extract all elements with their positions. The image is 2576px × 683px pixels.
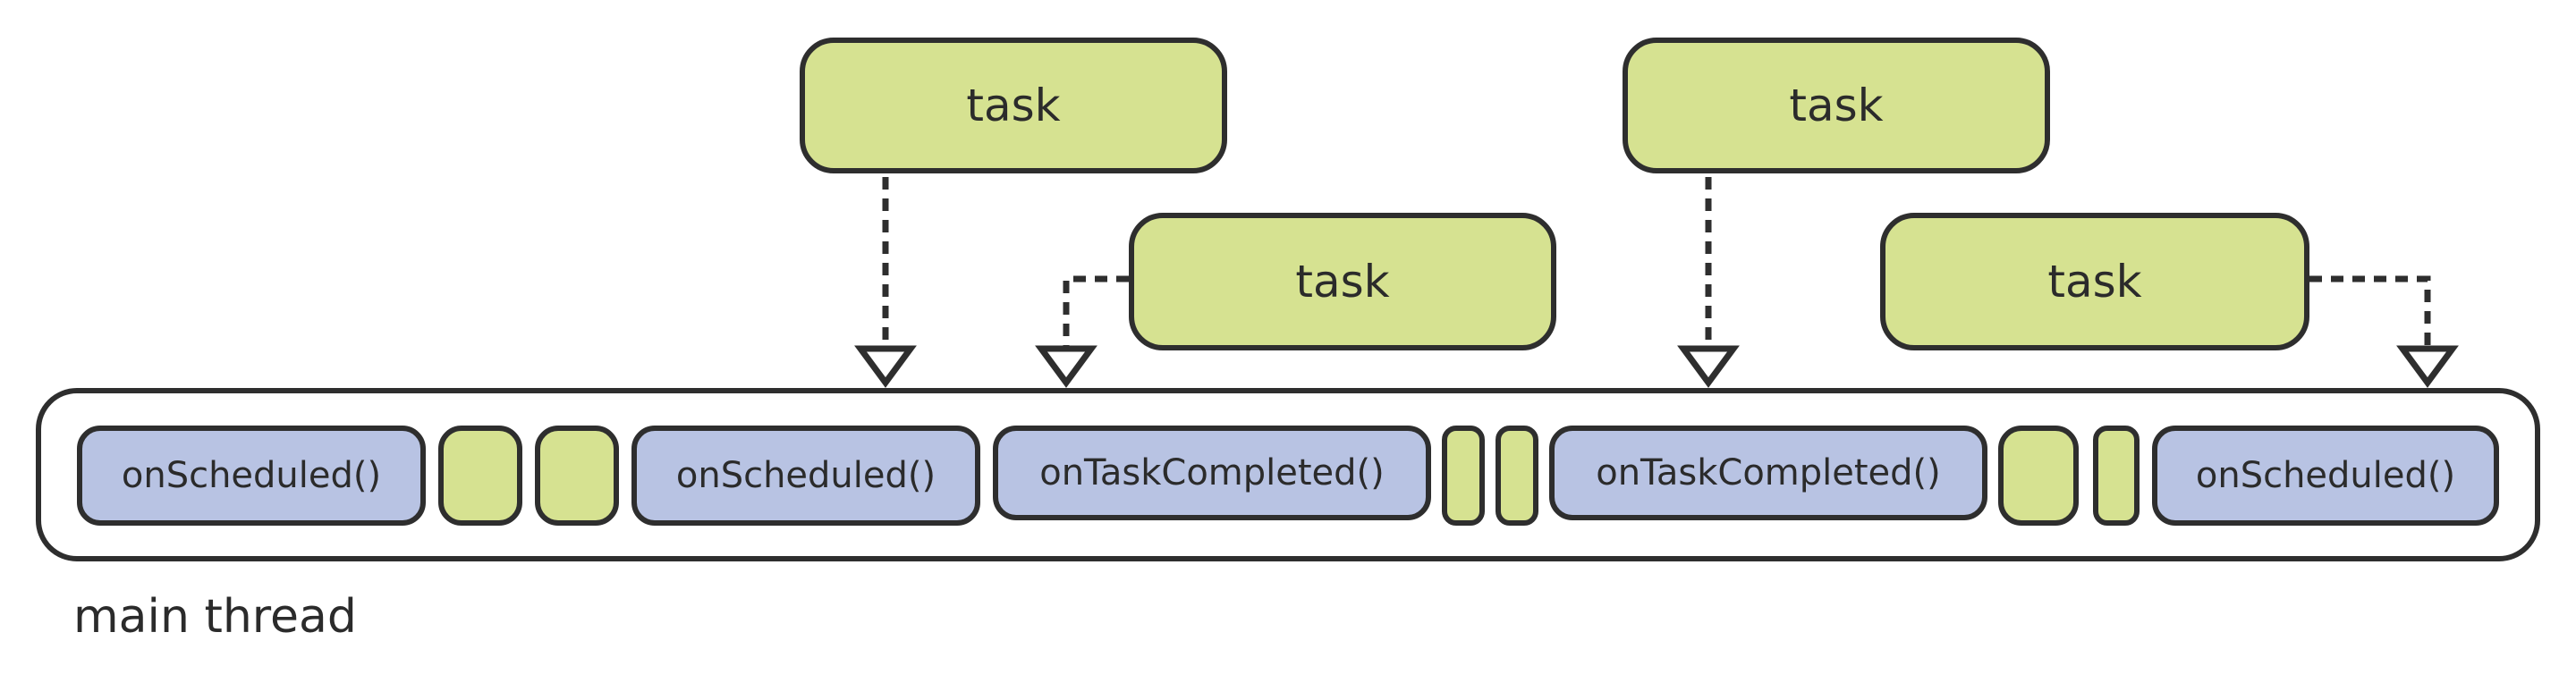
task-box-3: task [1623,38,2050,173]
segment-label: onScheduled() [2195,455,2456,496]
segment-work [1998,426,2079,526]
segment-on-task-completed: onTaskCompleted() [993,426,1431,520]
segment-work [438,426,522,526]
task-label: task [1295,256,1390,308]
connector-task4-to-thread [2309,275,2431,350]
main-thread-label: main thread [73,590,357,644]
segment-label: onScheduled() [675,455,936,496]
task-box-2: task [1129,213,1556,350]
segment-label: onTaskCompleted() [1039,452,1385,493]
task-label: task [1789,80,1884,131]
segment-on-scheduled: onScheduled() [2152,426,2499,526]
arrowhead-2 [1035,345,1097,388]
task-box-1: task [800,38,1227,173]
arrowhead-4 [2396,345,2459,388]
task-label: task [2047,256,2142,308]
segment-work [1442,426,1485,526]
segment-work [535,426,619,526]
segment-label: onScheduled() [121,455,382,496]
connector-task2-to-thread [1063,275,1129,350]
arrowhead-3 [1677,345,1740,388]
task-box-4: task [1880,213,2309,350]
arrowhead-1 [854,345,917,388]
segment-work [2093,426,2140,526]
task-label: task [966,80,1061,131]
segment-on-task-completed: onTaskCompleted() [1549,426,1987,520]
segment-work [1496,426,1538,526]
segment-label: onTaskCompleted() [1596,452,1941,493]
segment-on-scheduled: onScheduled() [77,426,426,526]
segment-on-scheduled: onScheduled() [631,426,980,526]
